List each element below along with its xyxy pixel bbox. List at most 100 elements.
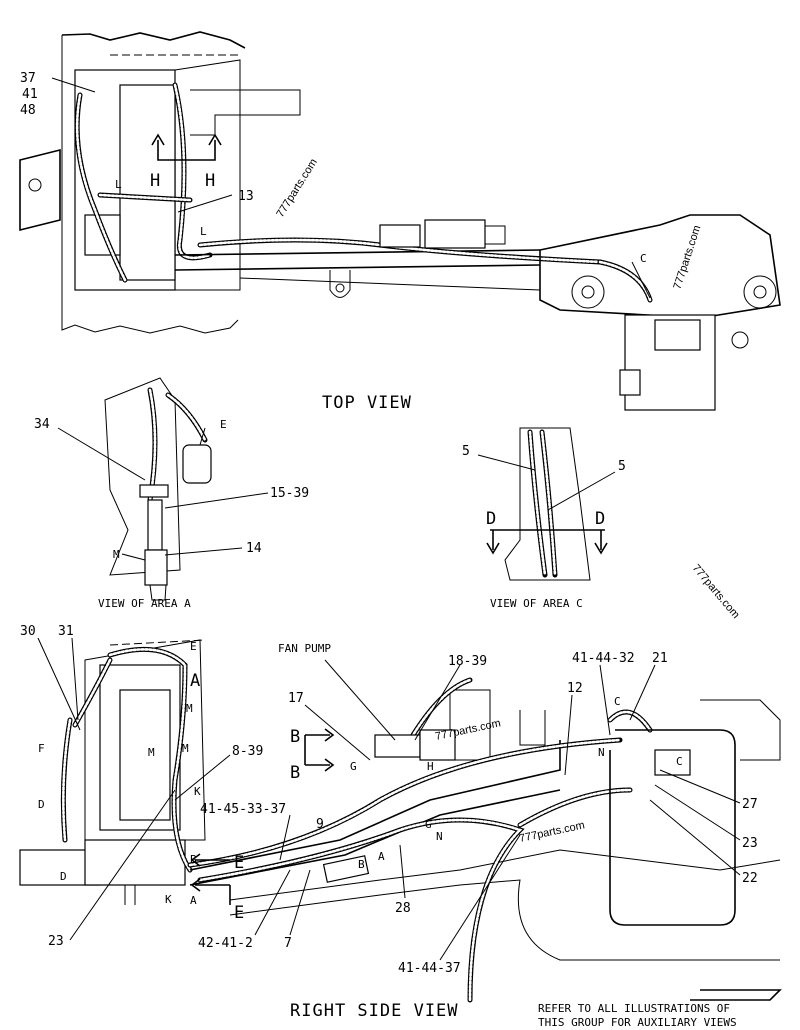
top-side-panel	[174, 59, 241, 291]
leader-12	[564, 694, 573, 776]
label-22: 22	[742, 871, 758, 886]
area-a-hose-e	[165, 392, 208, 443]
leader-42-41-2	[254, 869, 291, 936]
top-tank-inner	[119, 84, 176, 281]
side-frame-rail-upper	[189, 740, 561, 871]
right-side-view-title: RIGHT SIDE VIEW	[290, 1001, 459, 1021]
top-view-title: TOP VIEW	[322, 393, 412, 413]
top-right-hose	[597, 259, 653, 303]
leader-37	[51, 77, 96, 93]
side-view-labels: 30 31 E A FAN PUMP 18-39 41-44-32 21 17 …	[20, 624, 758, 1029]
leader-7	[289, 869, 311, 936]
label-c2: C	[676, 755, 683, 768]
area-c-labels: 5 5 D D VIEW OF AREA C 777parts.com	[462, 444, 742, 621]
label-d-right: D	[595, 509, 606, 529]
label-l2: L	[200, 225, 207, 238]
label-g1: G	[350, 760, 357, 773]
leader-41-44-32	[599, 664, 611, 736]
leader-17	[304, 704, 371, 761]
label-e-top: E	[190, 640, 197, 653]
label-9: 9	[316, 817, 324, 832]
label-d-left: D	[486, 509, 497, 529]
area-a-coupling	[144, 549, 168, 586]
label-g2: G	[425, 818, 432, 831]
label-a1: A	[190, 894, 197, 907]
label-48: 48	[20, 103, 36, 118]
label-30: 30	[20, 624, 36, 639]
side-right-tank	[609, 729, 736, 926]
watermark-2: 777parts.com	[671, 224, 703, 291]
leader-34	[57, 427, 146, 481]
label-41: 41	[22, 87, 38, 102]
leader-14	[164, 547, 243, 556]
watermark-4: 777parts.com	[434, 717, 502, 743]
area-c-frame	[504, 427, 591, 581]
label-n1: N	[598, 746, 605, 759]
leader-27	[659, 769, 741, 804]
side-frame-lower-beam	[229, 849, 781, 901]
label-e-low: E	[234, 903, 245, 923]
side-tank-inner	[119, 689, 171, 821]
label-h-left: H	[150, 171, 161, 191]
label-21: 21	[652, 651, 668, 666]
label-5b: 5	[618, 459, 626, 474]
side-section-e-upper	[190, 853, 230, 867]
leader-13	[177, 194, 233, 213]
leader-m-area-a	[121, 553, 146, 561]
label-31: 31	[58, 624, 74, 639]
leader-fan-pump	[324, 659, 396, 741]
leader-30	[37, 637, 81, 731]
label-c-top: C	[640, 252, 647, 265]
top-motor-body	[379, 224, 421, 248]
top-upper-bracket	[190, 89, 301, 136]
top-frame-rail-upper	[174, 249, 541, 256]
label-27: 27	[742, 797, 758, 812]
watermark-5: 777parts.com	[518, 819, 586, 845]
label-b-low: B	[290, 763, 301, 783]
label-e-mid: E	[234, 853, 245, 873]
area-a-tube	[147, 499, 163, 551]
label-l1: L	[115, 178, 122, 191]
right-side-view	[19, 637, 782, 1003]
label-41-44-32: 41-44-32	[572, 651, 635, 666]
area-c-view	[477, 427, 616, 581]
label-12: 12	[567, 681, 583, 696]
leader-15-39	[164, 492, 269, 509]
label-13: 13	[238, 189, 254, 204]
leader-23-right	[654, 784, 741, 841]
label-fan-pump: FAN PUMP	[278, 642, 331, 655]
label-a2: A	[378, 850, 385, 863]
label-18-39: 18-39	[448, 654, 487, 669]
leader-23-left	[69, 789, 176, 941]
top-view	[19, 31, 781, 411]
label-8-39: 8-39	[232, 744, 263, 759]
top-right-pivot-2	[743, 275, 777, 309]
label-e-area-a: E	[220, 418, 227, 431]
top-frame-rail-edge	[239, 277, 541, 291]
top-frame-outline	[61, 35, 239, 334]
top-frame-rail-lower	[174, 264, 541, 271]
side-section-b-upper	[305, 728, 335, 742]
leader-c-top	[631, 261, 651, 299]
label-b1: B	[190, 853, 197, 866]
label-m3: M	[148, 746, 155, 759]
area-c-title: VIEW OF AREA C	[490, 597, 583, 610]
leader-8-39	[174, 754, 231, 801]
label-n2: N	[436, 830, 443, 843]
label-5a: 5	[462, 444, 470, 459]
area-a-view	[57, 377, 269, 601]
leader-41-45-33-37	[279, 814, 291, 861]
area-a-clamp	[139, 484, 169, 498]
label-34: 34	[34, 417, 50, 432]
area-a-frame	[104, 377, 181, 576]
label-d2: D	[60, 870, 67, 883]
top-hitch-loop	[329, 270, 351, 298]
leader-41-44-37	[439, 834, 521, 961]
leader-5a	[477, 454, 536, 471]
label-28: 28	[395, 901, 411, 916]
leader-18-39	[414, 664, 461, 741]
label-37: 37	[20, 71, 36, 86]
side-section-e-lower	[190, 878, 230, 892]
top-left-pin	[28, 178, 42, 192]
